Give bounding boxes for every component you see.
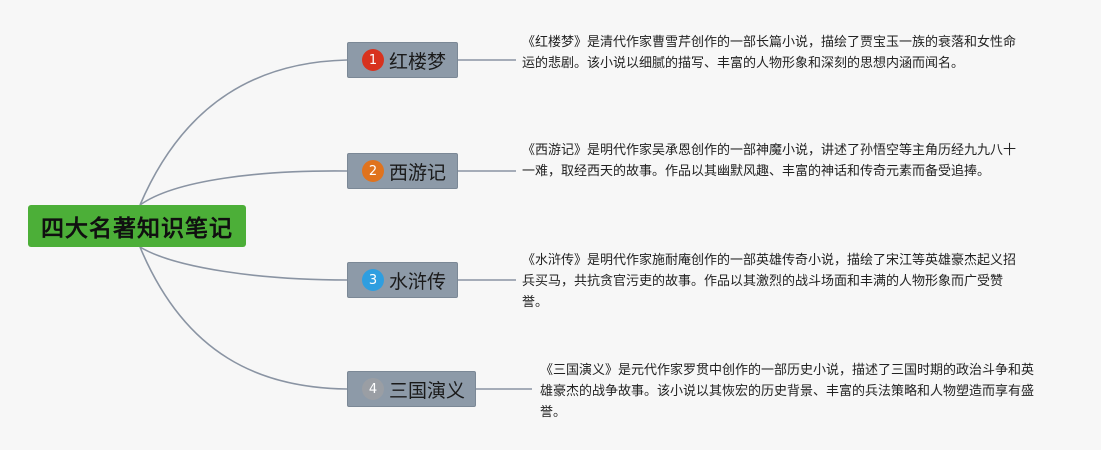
root-topic[interactable]: 四大名著知识笔记 [28,205,246,247]
priority-1-badge: 1 [362,49,384,71]
branch-topic-label: 红楼梦 [389,50,447,73]
branch-2-description[interactable]: 《西游记》是明代作家吴承恩创作的一部神魔小说，讲述了孙悟空等主角历经九九八十一难… [522,143,1017,179]
priority-3-badge: 3 [362,269,384,291]
branch-topic-label: 三国演义 [389,379,466,402]
branch-3-description[interactable]: 《水浒传》是明代作家施耐庵创作的一部英雄传奇小说，描绘了宋江等英雄豪杰起义招兵买… [522,253,1017,310]
branch-4-description[interactable]: 《三国演义》是元代作家罗贯中创作的一部历史小说，描述了三国时期的政治斗争和英雄豪… [540,363,1035,420]
branch-topic-label: 水浒传 [389,270,447,293]
branch-topic-2[interactable]: 2 西游记 [347,153,458,189]
branch-topic-4[interactable]: 4 三国演义 [347,371,476,407]
branch-1-description[interactable]: 《红楼梦》是清代作家曹雪芹创作的一部长篇小说，描绘了贾宝玉一族的衰落和女性命运的… [522,35,1017,71]
priority-4-badge: 4 [362,378,384,400]
branch-topic-3[interactable]: 3 水浒传 [347,262,458,298]
connector-root-to-branch-2 [139,170,348,206]
root-topic-label: 四大名著知识笔记 [41,216,233,242]
connector-root-to-branch-1 [139,59,348,206]
connector-root-to-branch-4 [139,246,348,390]
branch-topic-1[interactable]: 1 红楼梦 [347,42,458,78]
connector-root-to-branch-3 [139,246,348,281]
branch-topic-label: 西游记 [389,161,447,184]
priority-2-badge: 2 [362,160,384,182]
